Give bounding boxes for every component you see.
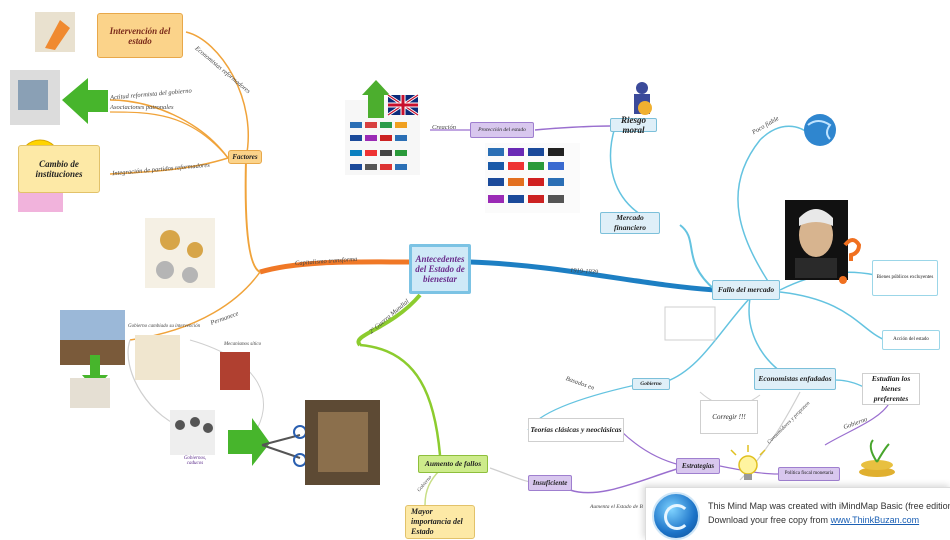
branch-accion <box>779 291 886 341</box>
market-image <box>220 352 250 390</box>
footer-line-2: Download your free copy from www.ThinkBu… <box>708 515 919 525</box>
branch-capitalismo <box>259 259 411 275</box>
node-mayor-importancia[interactable]: Mayor importancia del Estado <box>405 505 475 539</box>
footer-line-1: This Mind Map was created with iMindMap … <box>708 501 950 511</box>
handshake-image <box>70 378 110 408</box>
branch-gobierno-purple <box>824 401 891 446</box>
branch-asociaciones <box>109 111 229 159</box>
question-mark-icon <box>843 238 862 261</box>
label-mecanismos: Mecanismos sítico <box>224 342 262 347</box>
globe-network-icon <box>804 114 836 146</box>
label-creacion: Creación <box>432 124 456 131</box>
node-mercado-financiero[interactable]: Mercado financiero <box>600 212 660 234</box>
node-riesgo-moral[interactable]: Riesgo moral <box>610 115 657 135</box>
node-insuficiente[interactable]: Insuficiente <box>528 475 572 491</box>
branch-aumento <box>359 343 442 456</box>
label-asociaciones: Asociaciones patronales <box>110 104 174 111</box>
node-accion-estado[interactable]: Acción del estado <box>882 330 940 350</box>
branch-gobierno <box>664 297 751 383</box>
node-gobierno[interactable]: Gobierno <box>632 378 670 390</box>
node-estudian[interactable]: Estudian los bienes preferentes <box>862 373 920 405</box>
branch-integracion <box>109 157 229 175</box>
footer-prefix: Download your free copy from <box>708 515 831 525</box>
branch-fallo <box>469 259 716 293</box>
node-teorias[interactable]: Teorías clásicas y neoclásicas <box>528 418 624 442</box>
branch-mayor <box>424 469 441 506</box>
green-arrow-up-icon <box>362 80 390 118</box>
branch-guerra <box>356 293 422 347</box>
branch-estrategias <box>569 467 681 494</box>
branch-teorias-estrategias <box>619 429 681 466</box>
empty-box <box>664 306 716 341</box>
branch-proteccion <box>534 125 611 131</box>
lightbulb-icon <box>738 455 758 475</box>
node-politica[interactable]: Política fiscal monetaria <box>778 467 840 481</box>
imindmap-footer: This Mind Map was created with iMindMap … <box>645 487 950 540</box>
branch-insuficiente <box>489 467 531 483</box>
node-bienes-publicos[interactable]: Bienes públicos excluyentes <box>872 260 938 296</box>
label-gobierno-cambia: Gobierno cambiado su intervención <box>128 324 201 329</box>
branch-factores-stem <box>244 159 261 273</box>
node-cambio[interactable]: Cambio de instituciones <box>18 145 100 193</box>
branch-economistas <box>748 297 791 379</box>
node-corregir[interactable]: Corregir !!! <box>700 400 758 434</box>
node-factores[interactable]: Factores <box>228 150 262 164</box>
workers-image <box>135 335 180 380</box>
gears-image <box>145 218 215 288</box>
branch-riesgo <box>609 126 651 221</box>
thinkbuzan-link[interactable]: www.ThinkBuzan.com <box>830 515 920 525</box>
central-topic[interactable]: Antecedentes del Estado de bienestar <box>409 244 471 294</box>
node-intervencion[interactable]: Intervención del estado <box>97 13 183 58</box>
node-economistas[interactable]: Economistas enfadados <box>754 368 836 390</box>
branch-poco-fiable <box>737 125 811 293</box>
node-aumento[interactable]: Aumento de fallos <box>418 455 488 473</box>
node-fallo-mercado[interactable]: Fallo del mercado <box>712 280 780 300</box>
node-proteccion[interactable]: Protección del estado <box>470 122 534 138</box>
label-aumenta-estado: Aumenta el Estado de B <box>590 504 643 510</box>
green-arrow-left-icon <box>62 78 108 124</box>
branch-intervencion <box>185 31 249 159</box>
scissors-icon <box>261 434 301 459</box>
label-gobiernos-caducos: Gobiernos, caducos <box>183 456 207 466</box>
node-estrategias[interactable]: Estrategias <box>676 458 720 474</box>
branch-mercado <box>679 224 716 291</box>
green-arrow-right-icon <box>228 418 270 466</box>
imindmap-logo-icon <box>652 492 700 540</box>
branch-mecanismos <box>189 339 264 441</box>
